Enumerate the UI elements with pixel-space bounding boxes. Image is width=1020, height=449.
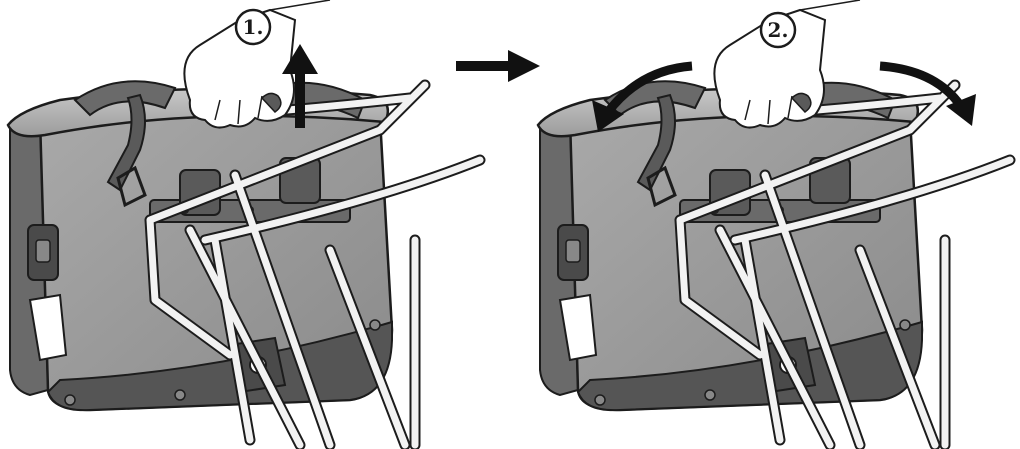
step-2-badge: 2. bbox=[759, 11, 797, 49]
step-1-badge: 1. bbox=[234, 8, 272, 46]
arrow-right-icon bbox=[456, 50, 540, 82]
step-1-label: 1. bbox=[243, 15, 264, 39]
curved-arrow-left-icon bbox=[592, 61, 693, 132]
step-2-panel: 2. bbox=[538, 0, 1010, 445]
step-1-panel: 1. bbox=[8, 0, 480, 445]
curved-arrow-right-icon bbox=[879, 61, 976, 126]
arrow-up-icon bbox=[282, 44, 318, 128]
step-2-label: 2. bbox=[768, 18, 789, 42]
